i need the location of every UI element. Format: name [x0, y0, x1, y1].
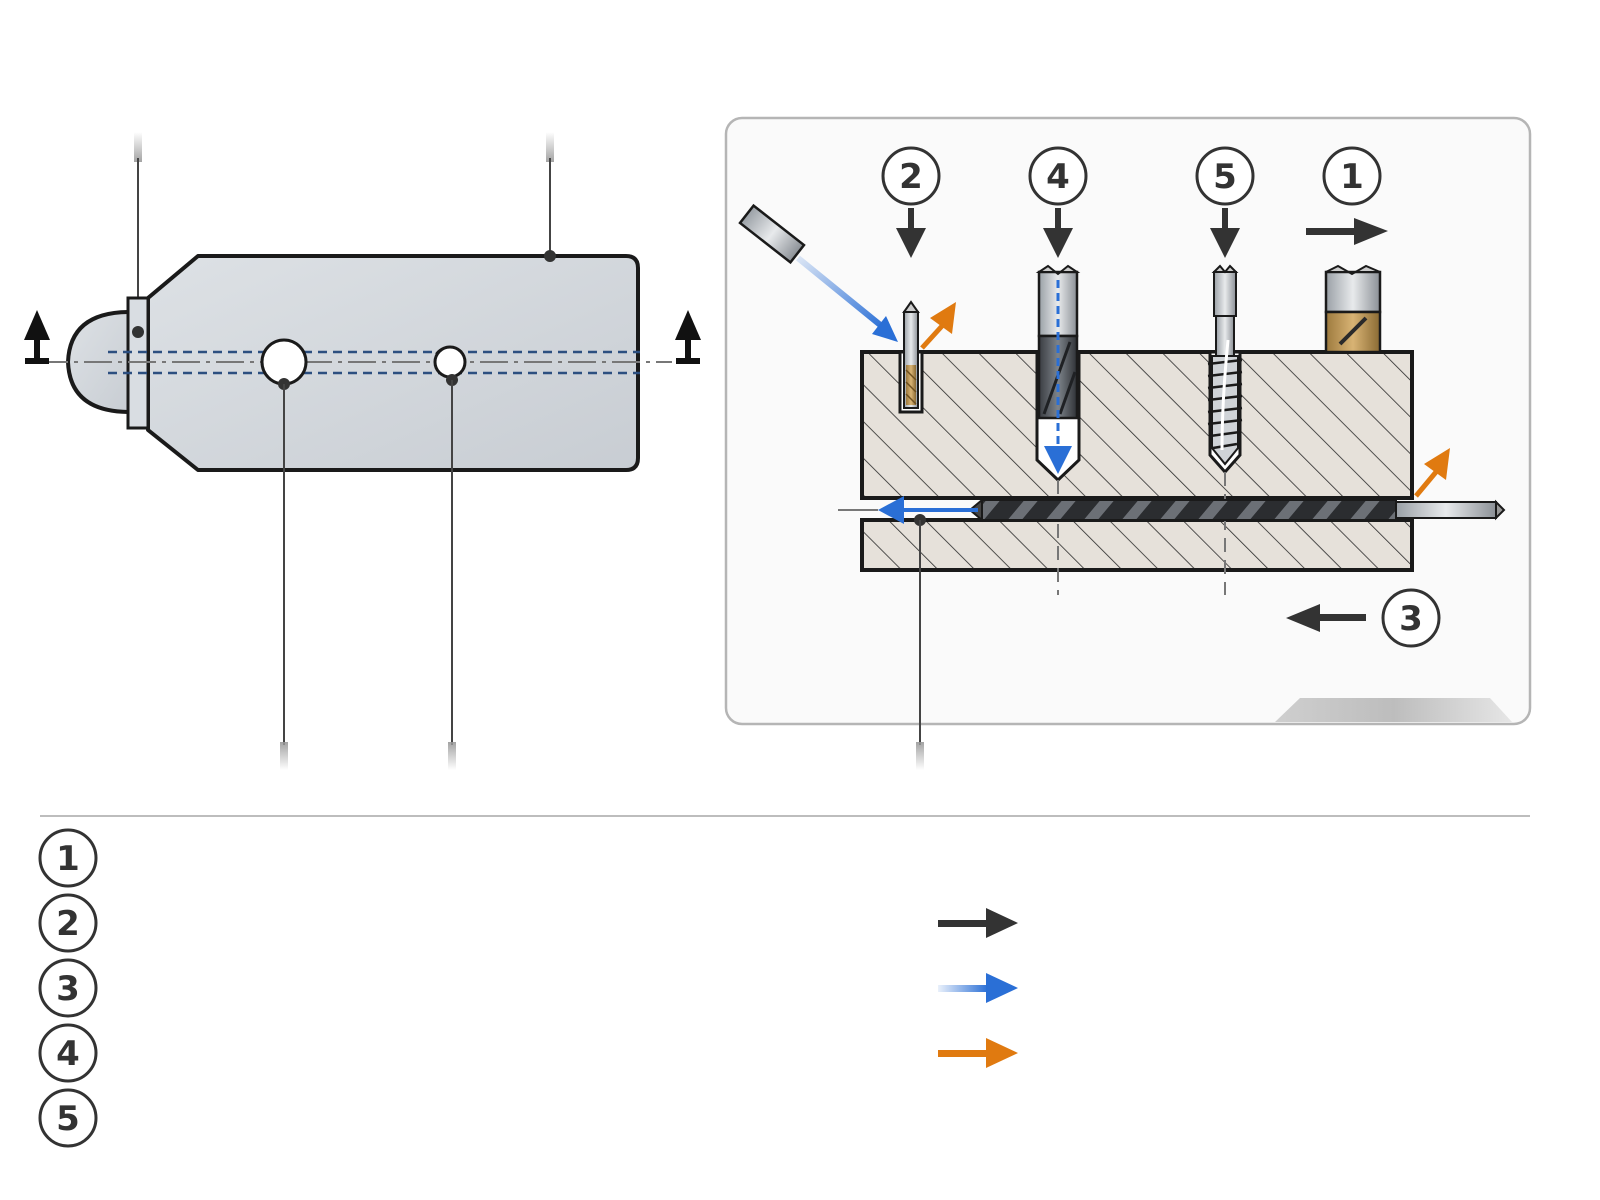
callout-side-tool: 1	[1306, 146, 1388, 245]
svg-text:3: 3	[1399, 599, 1423, 639]
svg-text:5: 5	[1213, 157, 1237, 197]
long-drill-tool	[968, 497, 1506, 523]
cross-hole-large	[260, 338, 308, 386]
leader-dot	[544, 250, 556, 262]
coolant-nozzle	[738, 203, 806, 265]
svg-text:1: 1	[1340, 157, 1364, 197]
dark-arrow-icon	[938, 908, 1018, 938]
svg-text:1: 1	[56, 839, 80, 879]
callout-long-drill: 3	[1286, 588, 1441, 648]
side-tool	[1324, 264, 1382, 354]
coolant-arrow-head	[1044, 446, 1072, 474]
section-marker-left	[24, 310, 50, 364]
callout-pilot-drill: 2	[881, 146, 941, 258]
thread-mark	[435, 345, 463, 355]
section-marker-right	[675, 310, 701, 364]
reamer-tool	[1035, 264, 1081, 420]
blue-arrow-icon	[938, 973, 1018, 1003]
chip-arrow-pilot	[920, 302, 956, 350]
leader-dot	[132, 326, 144, 338]
legend-item: 2	[38, 893, 98, 953]
legend: 1 2 3 4 5	[38, 828, 1018, 1148]
workpiece-lower	[860, 518, 1414, 572]
coolant-arrow-head	[872, 316, 898, 342]
leader-fade	[280, 742, 288, 770]
leader-fade	[916, 742, 924, 770]
orange-arrow-icon	[938, 1038, 1018, 1068]
leader-fade	[134, 132, 142, 162]
legend-item: 1	[38, 828, 98, 888]
leader-fade	[546, 132, 554, 162]
callout-tap: 5	[1195, 146, 1255, 258]
operations-panel: 2 4 5 1 3	[724, 116, 1532, 770]
legend-item: 5	[38, 1088, 98, 1148]
chip-arrow-drill	[1414, 448, 1450, 498]
tray-shape	[1275, 698, 1512, 722]
legend-item: 4	[38, 1023, 98, 1083]
svg-text:2: 2	[56, 904, 80, 944]
svg-text:2: 2	[899, 157, 923, 197]
pilot-drill-tool	[902, 300, 920, 409]
legend-item: 3	[38, 958, 98, 1018]
svg-text:4: 4	[1046, 157, 1070, 197]
svg-text:3: 3	[56, 969, 80, 1009]
svg-text:4: 4	[56, 1034, 80, 1074]
callout-reamer: 4	[1028, 146, 1088, 258]
workpiece-upper	[860, 350, 1414, 500]
svg-text:5: 5	[56, 1099, 80, 1139]
tap-tool	[1207, 264, 1243, 466]
coolant-jet	[796, 255, 886, 331]
part-drawing	[24, 132, 701, 770]
leader-fade	[448, 742, 456, 770]
coolant-arrow-head	[878, 496, 904, 524]
